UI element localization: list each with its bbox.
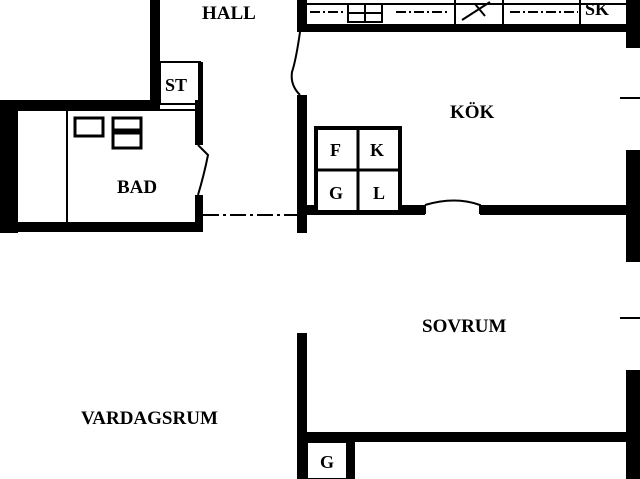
fixture-label-k: K: [370, 140, 385, 160]
counter-symbols: [310, 1, 578, 23]
wall-bad-right-upper: [195, 100, 203, 145]
wall-hall-left: [150, 0, 160, 104]
room-label-kok: KÖK: [450, 102, 495, 123]
wall-bad-bottom: [0, 222, 203, 232]
washer-icon: [73, 116, 105, 138]
wall-sovrum-left: [297, 333, 307, 479]
fixture-label-g: G: [329, 183, 344, 203]
wall-kok-bottom-right: [480, 205, 640, 215]
wall-kok-left: [297, 95, 307, 233]
st-box: [159, 61, 201, 105]
room-label-vardagsrum: VARDAGSRUM: [81, 408, 218, 429]
wall-closet-divider: [347, 432, 355, 479]
wall-right-3: [626, 370, 640, 479]
door-swing-bad: [197, 144, 210, 196]
room-label-sovrum: SOVRUM: [422, 316, 507, 337]
wall-closet-top: [297, 432, 640, 442]
wall-bad-right-lower: [195, 195, 203, 232]
wall-kok-top: [297, 24, 640, 32]
closet-g-box: [306, 441, 348, 479]
door-swing-sovrum: [424, 199, 481, 214]
bad-fixtures: [73, 116, 143, 150]
fixture-label-g-closet: G: [320, 452, 335, 472]
dryer-icon: [111, 116, 143, 132]
fixture-label-f: F: [330, 140, 341, 160]
wall-bad-left: [0, 100, 18, 233]
room-label-bad: BAD: [117, 177, 158, 198]
appliance-grid: [314, 126, 402, 214]
dryer-icon-lower: [111, 131, 143, 150]
wall-right-1: [626, 0, 640, 48]
fixture-label-st: ST: [165, 75, 188, 95]
wall-left-top: [0, 100, 160, 110]
fixture-label-l: L: [373, 183, 386, 203]
sink-icon: [461, 1, 491, 21]
wall-hall-right-top: [297, 0, 307, 30]
wall-right-2: [626, 150, 640, 262]
room-label-hall: HALL: [202, 3, 256, 24]
fixture-label-sk: SK: [585, 0, 610, 19]
door-swing-kok: [290, 31, 301, 96]
